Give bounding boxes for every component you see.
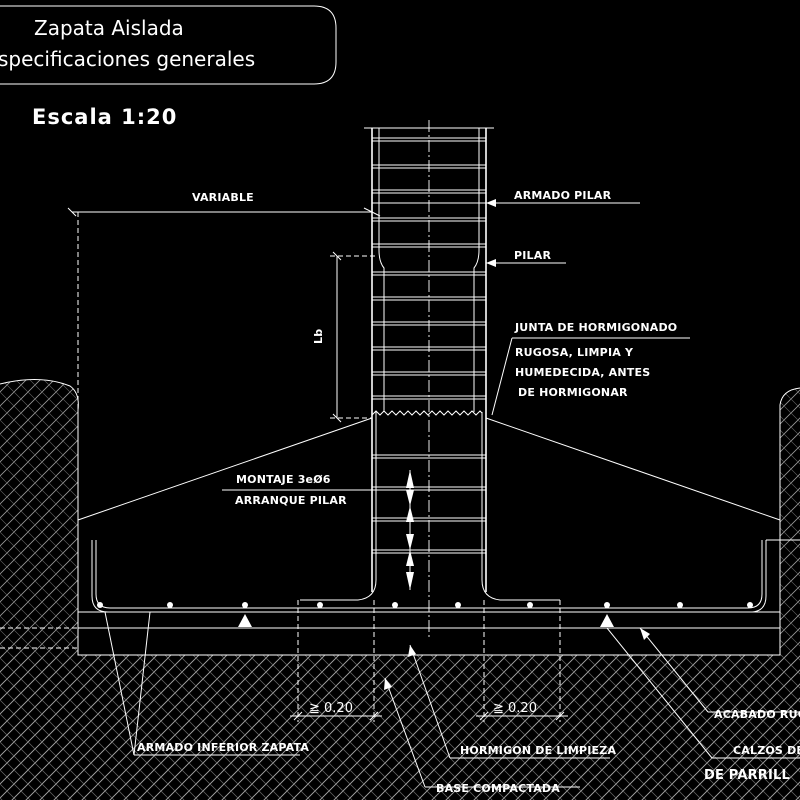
spacer-right bbox=[600, 614, 614, 627]
label-junta-2: RUGOSA, LIMPIA Y bbox=[515, 346, 634, 359]
label-armado-inferior: ARMADO INFERIOR ZAPATA bbox=[137, 741, 309, 754]
title-line2: specificaciones generales bbox=[0, 47, 255, 71]
spacer-left bbox=[238, 614, 252, 627]
title-line1: Zapata Aislada bbox=[34, 16, 184, 40]
title-block: Zapata Aislada specificaciones generales… bbox=[0, 5, 337, 129]
label-lb: Lb bbox=[312, 329, 325, 344]
dim-right-value: ≧ 0.20 bbox=[493, 701, 537, 716]
label-base-compactada: BASE COMPACTADA bbox=[436, 782, 560, 795]
lean-concrete bbox=[0, 611, 780, 649]
construction-joint bbox=[371, 410, 483, 416]
label-junta-3: HUMEDECIDA, ANTES bbox=[515, 366, 650, 379]
column bbox=[300, 120, 560, 640]
label-calzos-1: CALZOS DE bbox=[733, 744, 800, 757]
label-armado-pilar: ARMADO PILAR bbox=[514, 189, 612, 202]
label-calzos-2: DE PARRILL bbox=[704, 768, 790, 783]
column-stirrups bbox=[372, 137, 486, 554]
label-junta-4: DE HORMIGONAR bbox=[518, 386, 628, 399]
dim-left-value: ≧ 0.20 bbox=[309, 701, 353, 716]
dimensions bbox=[67, 207, 568, 722]
footing-outline bbox=[77, 417, 781, 521]
label-hormigon-limpieza: HORMIGON DE LIMPIEZA bbox=[460, 744, 616, 757]
label-montaje: MONTAJE 3eØ6 bbox=[236, 473, 331, 486]
label-junta-1: JUNTA DE HORMIGONADO bbox=[514, 321, 677, 334]
label-pilar: PILAR bbox=[514, 249, 551, 262]
label-acabado: ACABADO RUGO bbox=[714, 708, 800, 721]
leaders bbox=[104, 199, 800, 788]
bottom-reinforcement bbox=[91, 540, 767, 627]
soil-section bbox=[0, 378, 800, 800]
scale-label: Escala 1:20 bbox=[32, 105, 177, 129]
label-arranque: ARRANQUE PILAR bbox=[235, 494, 347, 507]
label-variable: VARIABLE bbox=[192, 191, 254, 204]
